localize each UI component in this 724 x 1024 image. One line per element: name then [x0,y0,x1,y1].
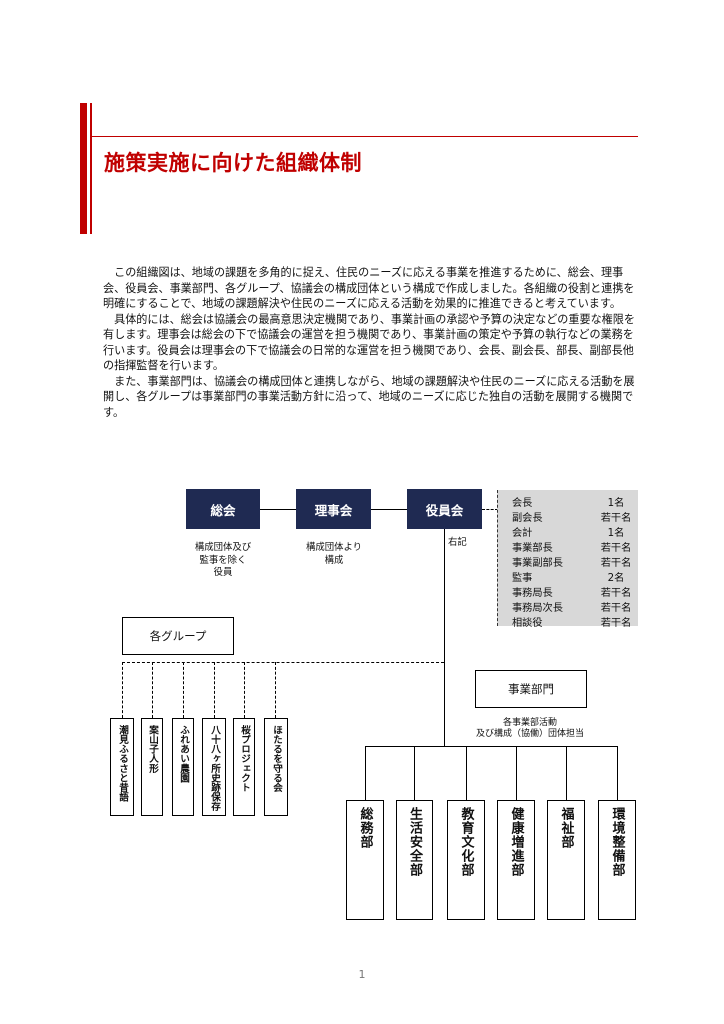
roster-count: 若干名 [600,618,632,629]
department-box-soumu: 総務部 [346,800,384,920]
roster-row: 相談役 若干名 [512,614,636,629]
department-box-kankyou-seibi: 環境整備部 [598,800,636,920]
group-drop-6 [275,662,276,718]
department-label: 福祉部 [558,807,574,849]
soukai-box: 総会 [186,489,260,529]
group-label: 案山子人形 [147,725,158,773]
group-drop-1 [122,662,123,718]
roster-count: 若干名 [600,588,632,599]
group-label: 八十八ヶ所史跡保存 [209,725,220,812]
roster-count: 1名 [607,528,625,539]
department-box-kyouiku-bunka: 教育文化部 [447,800,485,920]
soukai-note-line: 役員 [213,567,233,578]
group-drop-4 [214,662,215,718]
dept-drop-6 [617,746,618,800]
business-division-note: 各事業部活動 及び構成（協働）団体担当 [450,718,610,740]
dept-drop-4 [516,746,517,800]
connector-trunk [444,529,445,746]
department-label: 健康増進部 [508,807,524,877]
group-label: 桜プロジェクト [239,725,250,793]
roster-row: 会長 1名 [512,494,636,509]
soukai-note-line: 構成団体及び [194,542,252,553]
soukai-note-line: 監事を除く [199,554,247,566]
roster-role: 事業副部長 [512,558,563,569]
intro-paragraph-3: また、事業部門は、協議会の構成団体と連携しながら、地域の課題解決や住民のニーズに… [103,374,635,419]
department-label: 生活安全部 [407,807,422,877]
roster-role: 事業部長 [512,543,553,554]
group-drop-2 [152,662,153,718]
dept-drop-3 [466,746,467,800]
roster-count: 1名 [607,498,625,509]
department-box-kenkou-zoushin: 健康増進部 [497,800,535,920]
group-box: 潮見ふるさと昔語 [110,718,134,816]
roster-row: 事業副部長 若干名 [512,554,636,569]
intro-paragraph-2: 具体的には、総会は協議会の最高意思決定機関であり、事業計画の承認や予算の決定など… [103,312,635,373]
department-label: 環境整備部 [609,807,625,877]
business-division-box: 事業部門 [475,670,587,708]
department-box-seikatsu-anzen: 生活安全部 [396,800,433,920]
roster-count: 2名 [607,573,625,584]
rijikai-note: 構成団体より 構成 [284,542,384,567]
rijikai-note-line: 構成団体より [305,542,363,553]
roster-role: 会計 [512,528,533,539]
departments-bus [365,746,617,747]
title-rule [90,136,638,137]
group-label: ほたるを守る会 [271,725,282,793]
group-box: 案山子人形 [141,718,163,816]
roster-count: 若干名 [600,603,632,614]
roster-row: 監事 2名 [512,569,636,584]
connector-soukai-rijikai [260,509,296,510]
dept-drop-1 [365,746,366,800]
roster-role: 会長 [512,498,533,509]
roster-row: 事務局次長 若干名 [512,599,636,614]
group-box: 八十八ヶ所史跡保存 [202,718,226,816]
roster-role: 監事 [512,573,533,584]
roster-row: 副会長 若干名 [512,509,636,524]
group-box: ほたるを守る会 [264,718,288,816]
rijikai-note-line: 構成 [324,554,344,566]
roster-count: 若干名 [600,513,632,524]
group-drop-3 [183,662,184,718]
group-box: ふれあい農園 [172,718,194,816]
yakuinkai-box: 役員会 [407,489,482,529]
roster-role: 事務局次長 [512,603,563,614]
roster-role: 相談役 [512,618,543,629]
group-box: 桜プロジェクト [233,718,255,816]
page-number: 1 [358,968,366,981]
title-accent-thin-bar [90,103,92,234]
group-label: ふれあい農園 [178,725,189,783]
roster-row: 事務局長 若干名 [512,584,636,599]
groups-dashed-bus [122,662,444,663]
rijikai-box: 理事会 [296,489,371,529]
roster-role: 副会長 [512,513,543,524]
page-title: 施策実施に向けた組織体制 [104,151,362,175]
roster-role: 事務局長 [512,588,553,599]
intro-paragraph-1: この組織図は、地域の課題を多角的に捉え、住民のニーズに応える事業を推進するために… [103,266,635,310]
soukai-note: 構成団体及び 監事を除く 役員 [173,542,273,580]
connector-rijikai-yakuinkai [371,509,407,510]
dept-drop-2 [414,746,415,800]
business-note-line: 及び構成（協働）団体担当 [475,729,584,739]
roster-count: 若干名 [600,558,632,569]
connector-roster [482,509,498,510]
yakuinkai-note: 右記 [448,537,467,548]
groups-label-box: 各グループ [122,617,234,655]
group-drop-5 [244,662,245,718]
department-label: 教育文化部 [458,807,474,877]
group-label: 潮見ふるさと昔語 [117,725,128,802]
roster-row: 会計 1名 [512,524,636,539]
title-accent-bar [80,103,87,234]
dept-drop-5 [566,746,567,800]
intro-text: この組織図は、地域の課題を多角的に捉え、住民のニーズに応える事業を推進するために… [103,265,638,420]
roster-row: 事業部長 若干名 [512,539,636,554]
roster-count: 若干名 [600,543,632,554]
department-box-fukushi: 福祉部 [547,800,585,920]
department-label: 総務部 [357,807,373,849]
business-note-line: 各事業部活動 [502,718,557,728]
